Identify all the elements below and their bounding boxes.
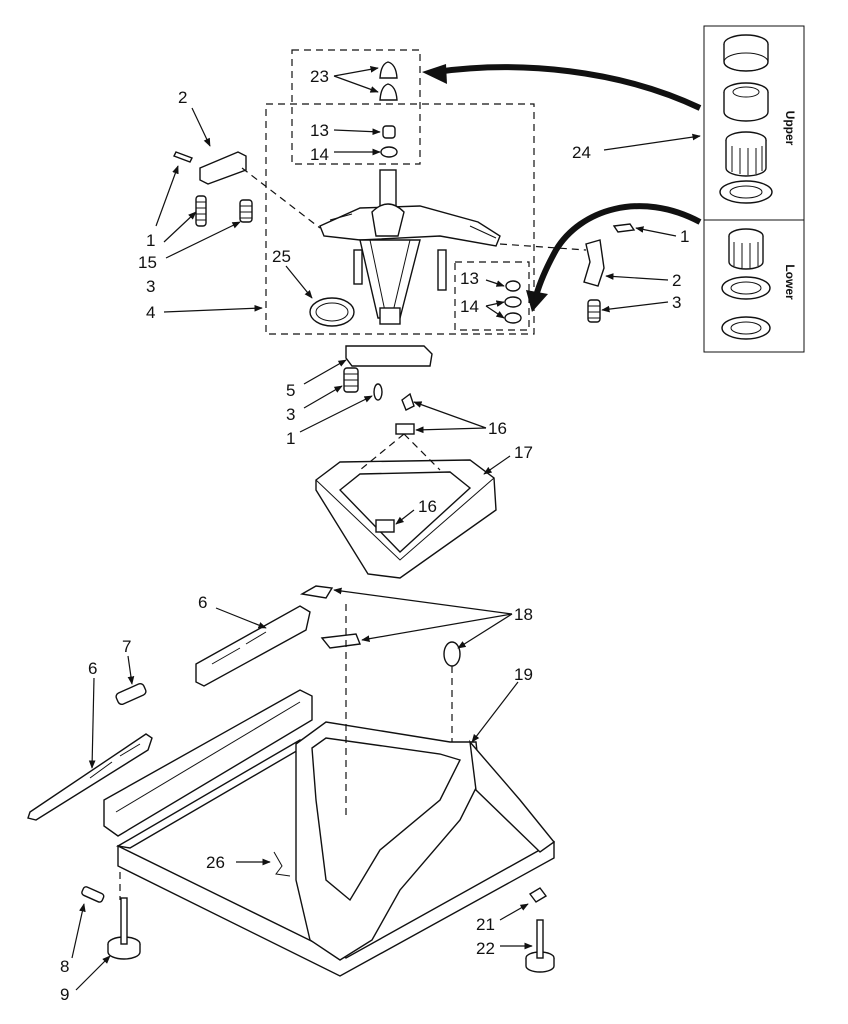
callout-1-mid: 1: [286, 429, 295, 448]
callout-labels: 2 1 15 3 4 25 23 13 14 24 1 2 3 13 14 5 …: [60, 67, 689, 1004]
callout-15: 15: [138, 253, 157, 272]
lower-bracket-parts: [343, 345, 433, 401]
callout-16-bottom: 16: [418, 497, 437, 516]
cap-parts: [379, 61, 398, 158]
lower-washer-dashed-box: [454, 261, 530, 331]
callout-13-right: 13: [460, 269, 479, 288]
callout-1-right: 1: [680, 227, 689, 246]
callout-3-right: 3: [672, 293, 681, 312]
suspension-mechanism: [319, 169, 501, 325]
callout-4: 4: [146, 303, 155, 322]
callout-7: 7: [122, 637, 131, 656]
snubber-ring: [309, 297, 355, 327]
base-small-parts: [81, 851, 555, 973]
bearing-inset: Upper Lower: [422, 25, 805, 353]
leader-lines: [71, 66, 701, 991]
frame-hardware: [27, 585, 461, 821]
callout-8: 8: [60, 957, 69, 976]
top-bearing-dashed-box: [291, 49, 421, 165]
callout-6-lower: 6: [88, 659, 97, 678]
callout-2-top: 2: [178, 88, 187, 107]
mechanism-dashed-box: [265, 103, 535, 335]
tub-support-assembly: [315, 392, 497, 579]
upper-bearing-set: [719, 34, 773, 204]
lower-bearing-box: [703, 219, 805, 353]
left-bracket-parts: [173, 151, 321, 229]
lower-washers: [504, 280, 522, 324]
callout-25: 25: [272, 247, 291, 266]
callout-18: 18: [514, 605, 533, 624]
callout-3-left: 3: [146, 277, 155, 296]
callout-5: 5: [286, 381, 295, 400]
callout-9: 9: [60, 985, 69, 1004]
callout-14-top: 14: [310, 145, 329, 164]
callout-21: 21: [476, 915, 495, 934]
callout-1-left: 1: [146, 231, 155, 250]
callout-3-mid: 3: [286, 405, 295, 424]
callout-16-top: 16: [488, 419, 507, 438]
base-frame: [103, 604, 556, 977]
lower-label: Lower: [783, 264, 797, 300]
upper-label: Upper: [783, 111, 797, 146]
callout-19: 19: [514, 665, 533, 684]
callout-2-right: 2: [672, 271, 681, 290]
callout-22: 22: [476, 939, 495, 958]
callout-14-right: 14: [460, 297, 479, 316]
callout-6-upper: 6: [198, 593, 207, 612]
right-bracket-parts: [499, 223, 636, 323]
lower-bearing-arrow: [533, 203, 702, 297]
callout-13-top: 13: [310, 121, 329, 140]
callout-17: 17: [514, 443, 533, 462]
callout-23: 23: [310, 67, 329, 86]
lower-bearing-set: [721, 228, 771, 340]
upper-bearing-arrow: [435, 64, 702, 111]
callout-26: 26: [206, 853, 225, 872]
callout-24: 24: [572, 143, 591, 162]
